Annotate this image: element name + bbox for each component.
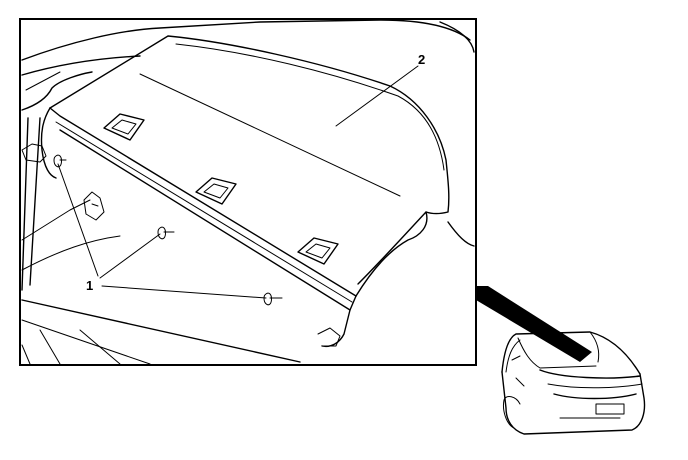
vehicle-interior — [21, 19, 475, 365]
grille-left — [103, 113, 145, 141]
grille-right — [297, 237, 339, 265]
fastener-clip-icon — [53, 154, 62, 168]
fastener-center — [157, 226, 175, 240]
callout-1-leaders — [57, 163, 267, 299]
fastener-clip-icon — [263, 292, 272, 306]
callout-2-label: 2 — [418, 52, 425, 67]
fastener-clip-icon — [157, 226, 166, 240]
callout-1-label: 1 — [86, 278, 93, 293]
detail-frame — [19, 18, 477, 366]
fastener-right — [263, 292, 283, 306]
vehicle-rear-locator-icon — [501, 331, 646, 435]
callout-2-leader — [335, 65, 419, 127]
locator-arrow — [476, 286, 592, 362]
rear-shelf-panel — [21, 35, 450, 348]
grille-center — [195, 177, 237, 205]
detail-view: 1 2 — [19, 18, 477, 366]
fastener-left — [53, 154, 67, 168]
